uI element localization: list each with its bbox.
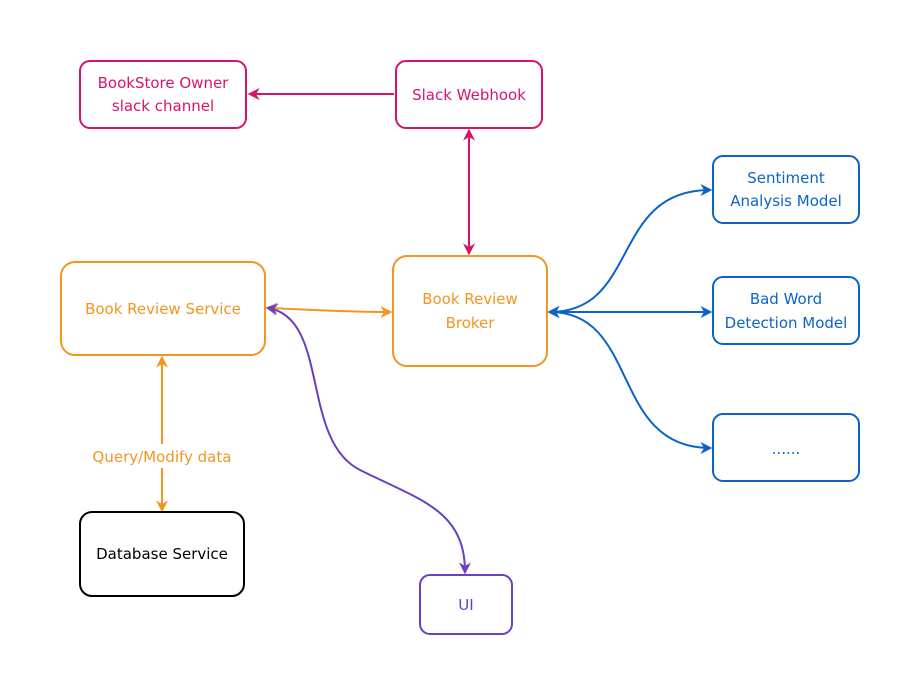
edge-label-query-modify: Query/Modify data xyxy=(93,448,232,466)
edge-broker-more xyxy=(547,306,713,454)
node-label-line: Slack Webhook xyxy=(412,86,526,104)
node-label-line: UI xyxy=(458,596,473,614)
node-database-service[interactable]: Database Service xyxy=(79,511,245,597)
node-label-line: slack channel xyxy=(112,97,214,115)
node-label-line: Analysis Model xyxy=(730,192,842,210)
node-ui[interactable]: UI xyxy=(419,574,513,635)
node-label-line: Detection Model xyxy=(725,314,848,332)
node-label-line: Broker xyxy=(446,314,496,332)
node-sentiment-analysis-model[interactable]: Sentiment Analysis Model xyxy=(712,155,860,224)
node-book-review-service[interactable]: Book Review Service xyxy=(60,261,266,356)
node-book-review-broker[interactable]: Book Review Broker xyxy=(392,255,548,367)
edge-broker-sentiment xyxy=(547,184,713,318)
node-label-line: ...... xyxy=(772,440,801,458)
node-bookstore-owner[interactable]: BookStore Owner slack channel xyxy=(79,60,247,129)
node-more-models[interactable]: ...... xyxy=(712,413,860,482)
edge-service-ui xyxy=(265,303,471,575)
node-label-line: Book Review Service xyxy=(85,300,241,318)
edge-label-bg xyxy=(86,444,238,468)
node-bad-word-detection-model[interactable]: Bad Word Detection Model xyxy=(712,276,860,345)
edge-service-broker xyxy=(265,302,393,318)
node-label-line: Sentiment xyxy=(747,169,825,187)
node-label-line: Book Review xyxy=(422,290,518,308)
node-label-line: Database Service xyxy=(96,545,228,563)
node-label-line: Bad Word xyxy=(750,290,822,308)
node-slack-webhook[interactable]: Slack Webhook xyxy=(395,60,543,129)
node-label-line: BookStore Owner xyxy=(98,74,230,92)
